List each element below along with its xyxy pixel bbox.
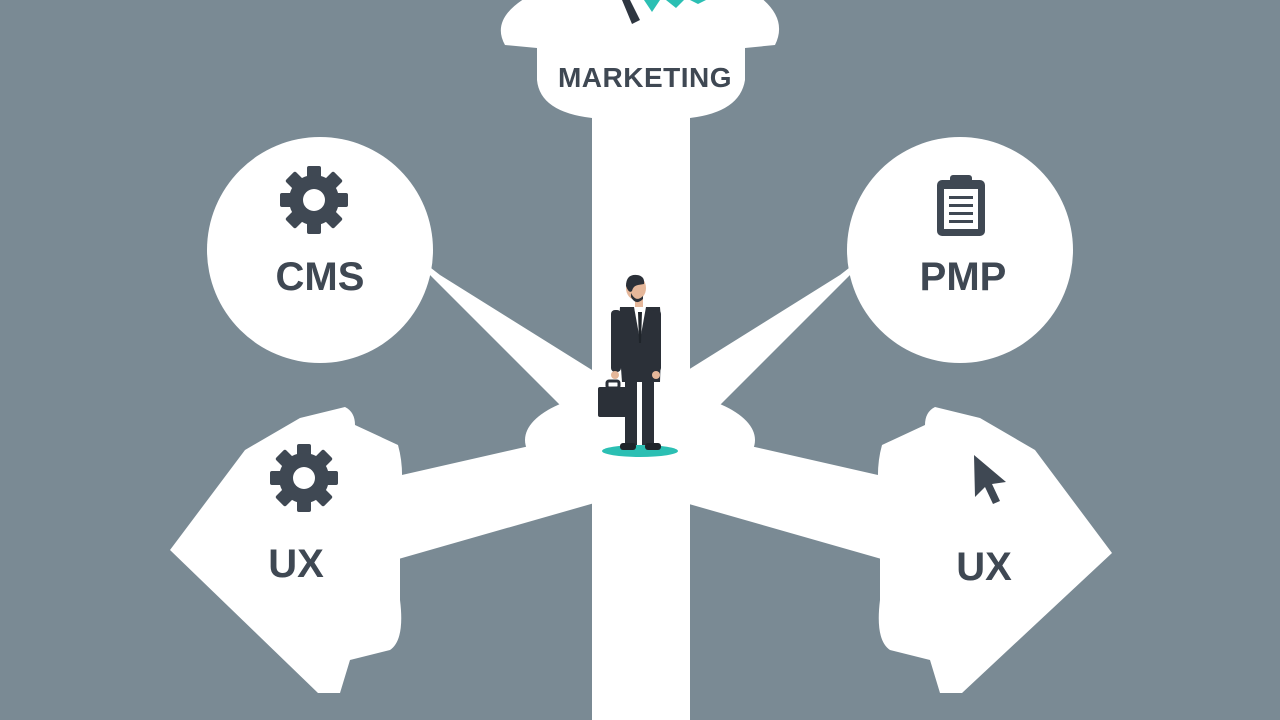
gear-icon: [270, 444, 338, 512]
pmp-sign: [847, 137, 1073, 363]
signpost-hub: [525, 390, 755, 490]
ux-right-sign-label: UX: [956, 545, 1012, 589]
arm-upper-left: [395, 240, 640, 445]
clipboard-icon: [937, 175, 985, 236]
businessman-icon: [598, 274, 678, 457]
cms-sign: [207, 137, 433, 363]
signpost: [170, 0, 1112, 720]
arm-upper-right: [640, 240, 885, 445]
marketing-sign: [500, 0, 779, 118]
pmp-sign-label: PMP: [919, 255, 1007, 299]
ux-left-sign: [170, 407, 403, 693]
cursor-icon: [974, 455, 1006, 504]
gear-icon: [280, 166, 348, 234]
ux-left-sign-label: UX: [268, 542, 324, 586]
ux-right-sign: [877, 407, 1112, 693]
marketing-sign-label: MARKETING: [557, 62, 733, 93]
chart-icon: [622, 0, 706, 24]
cms-sign-label: CMS: [275, 255, 365, 299]
